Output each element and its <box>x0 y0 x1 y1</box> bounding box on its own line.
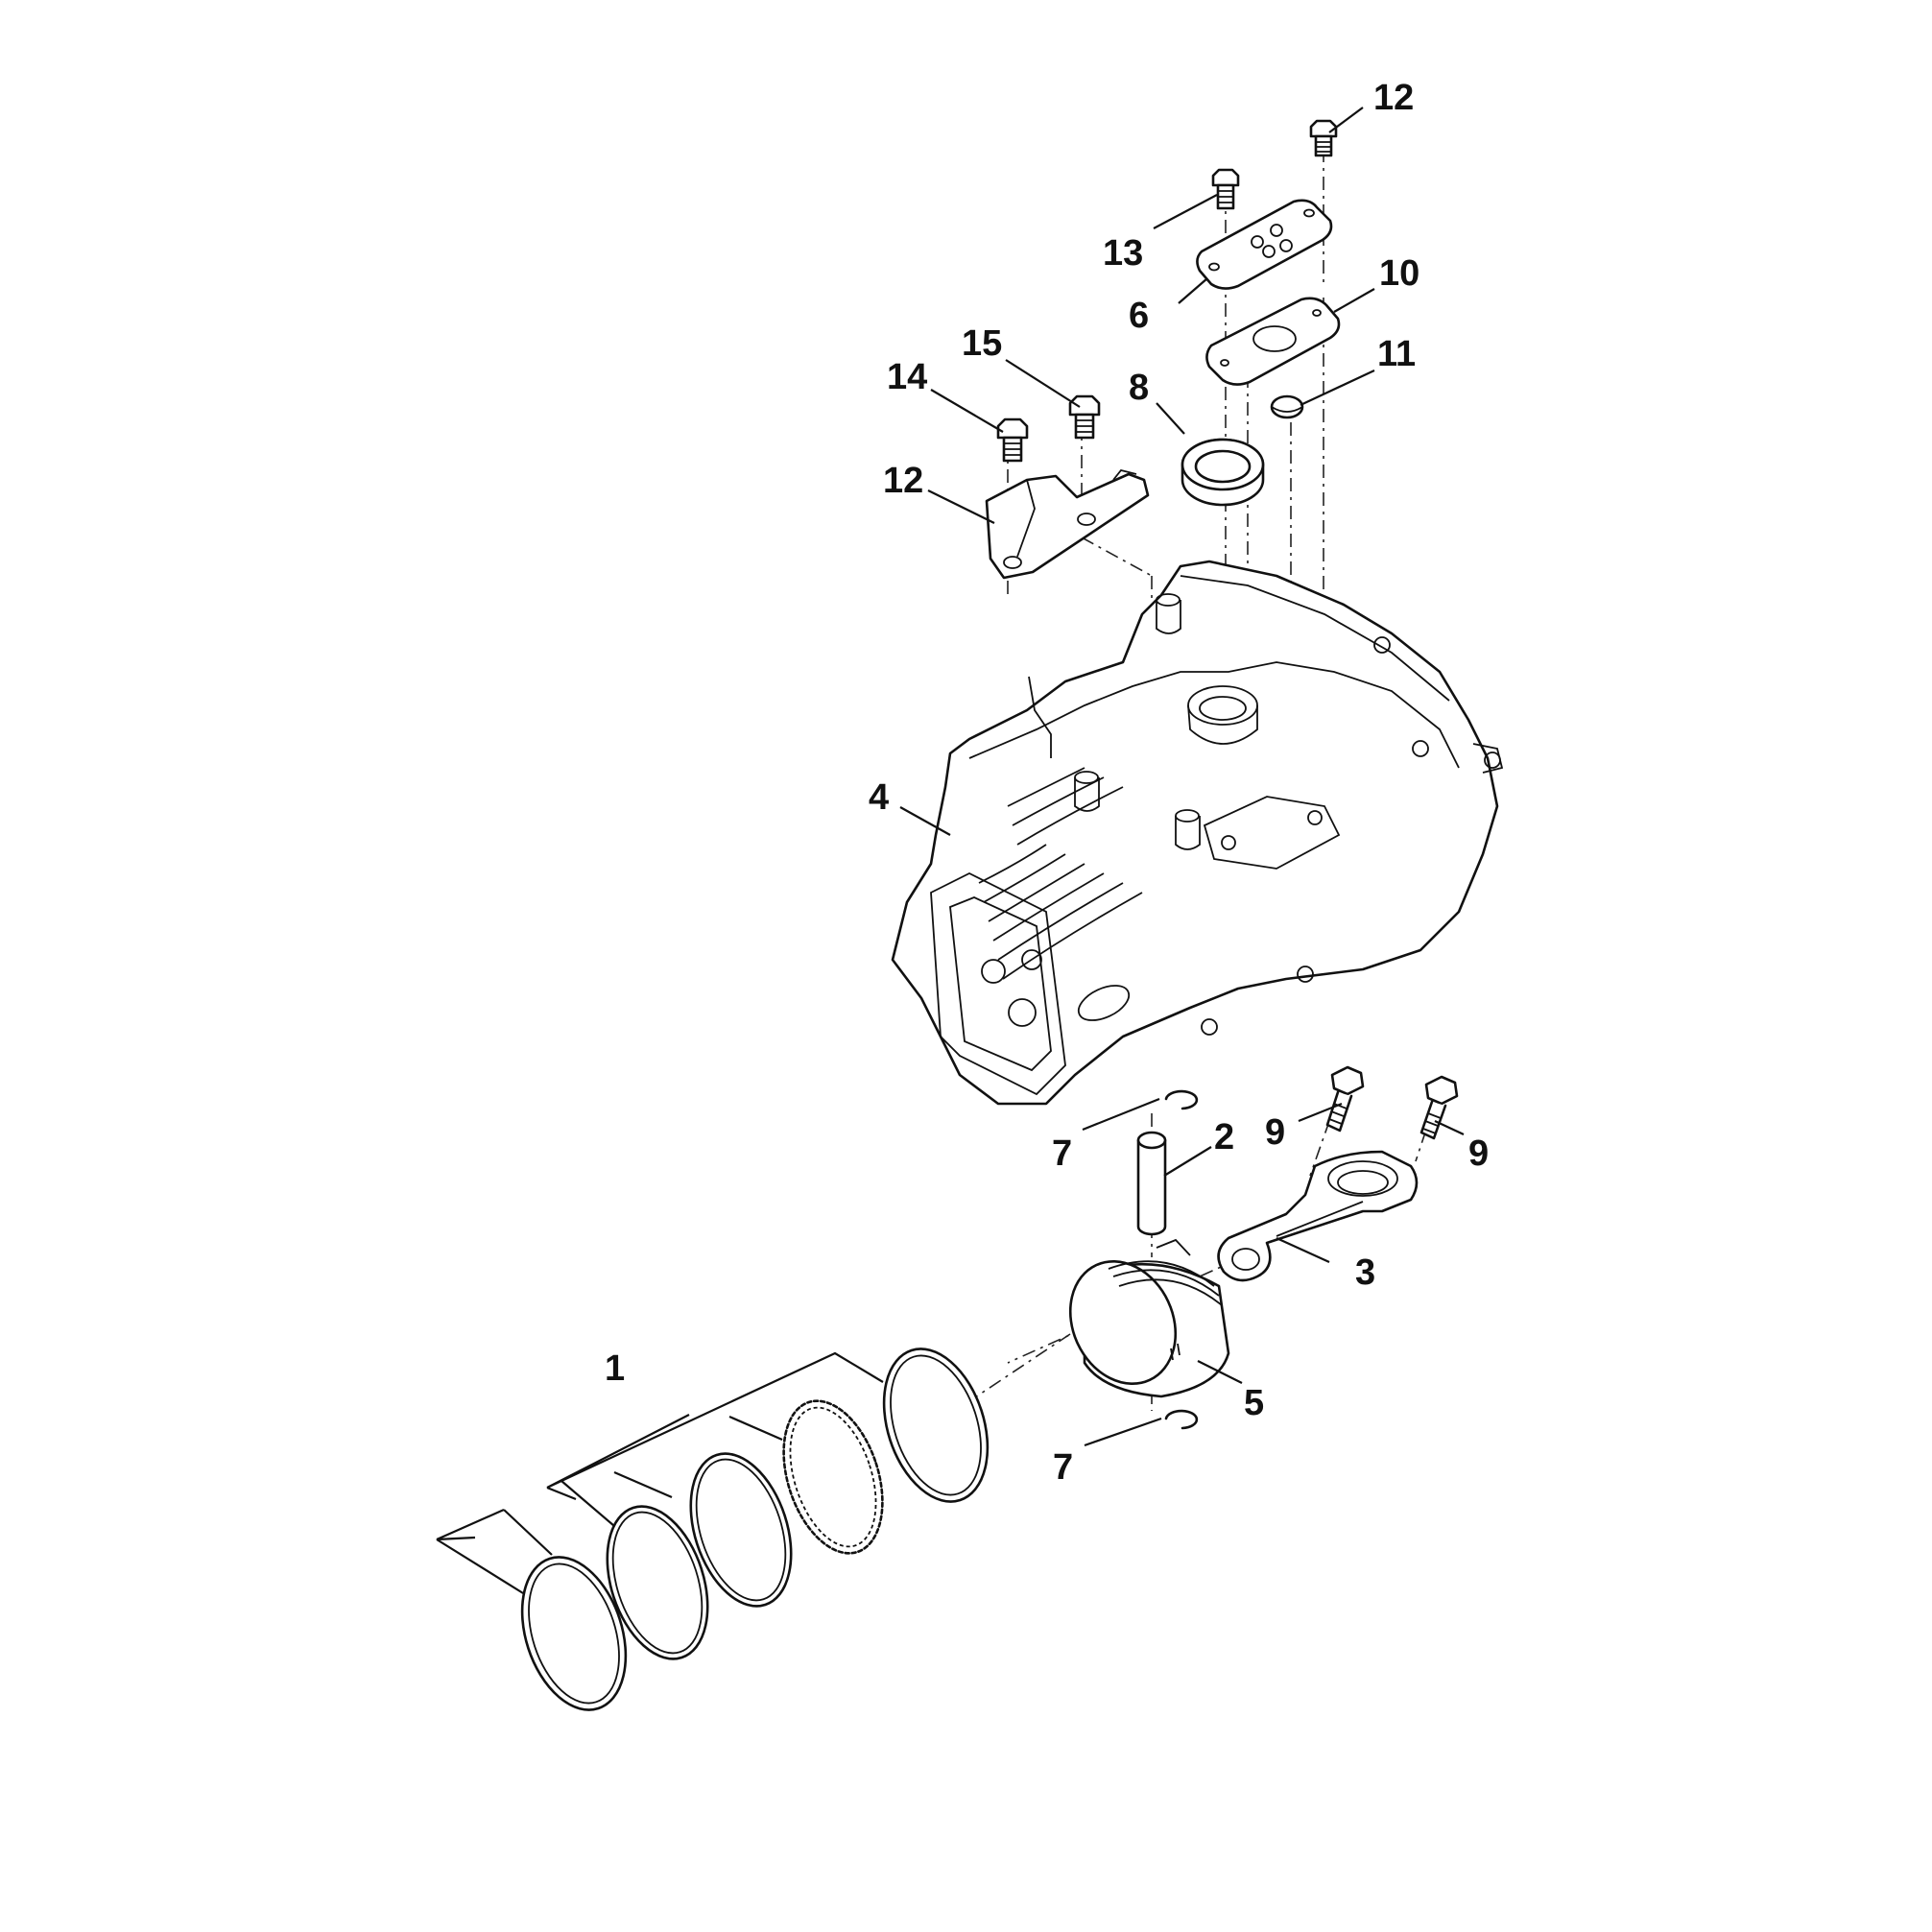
screw-14 <box>996 417 1029 463</box>
callout-5: 5 <box>1244 1383 1264 1423</box>
callout-11: 11 <box>1377 334 1416 374</box>
callout-12-left: 13 <box>1103 233 1143 274</box>
crankcase-4 <box>891 560 1504 1106</box>
circlip-7-upper <box>1164 1089 1199 1110</box>
bracket-13 <box>985 468 1150 580</box>
callout-7-lower: 7 <box>1053 1447 1073 1488</box>
bolt-9-left <box>1325 1065 1365 1133</box>
callout-12-top: 12 <box>1373 78 1414 118</box>
plug-11 <box>1270 394 1304 419</box>
callout-1: 1 <box>605 1348 625 1389</box>
piston-5 <box>1068 1238 1230 1398</box>
callout-3: 3 <box>1355 1252 1375 1293</box>
callout-6: 6 <box>1129 296 1149 336</box>
callout-15: 15 <box>962 323 1002 364</box>
callout-7-upper: 7 <box>1052 1133 1072 1174</box>
callout-4: 4 <box>869 777 889 818</box>
piston-pin-2 <box>1136 1131 1167 1236</box>
bolt-9-right <box>1419 1075 1459 1140</box>
callout-14: 14 <box>887 357 927 397</box>
piston-ring-set-1 <box>436 1348 990 1711</box>
gasket-10 <box>1205 297 1341 386</box>
cover-plate-6 <box>1196 199 1333 290</box>
ring-bottom <box>520 1556 628 1711</box>
ring-lower <box>606 1505 709 1660</box>
callout-8: 8 <box>1129 368 1149 408</box>
screw-12-lower <box>1211 168 1240 210</box>
callout-leaders <box>899 107 1465 1447</box>
callout-9-left: 9 <box>1265 1112 1285 1153</box>
ring-top <box>882 1348 990 1503</box>
connecting-rod-3 <box>1217 1150 1419 1282</box>
callout-2: 2 <box>1214 1117 1234 1157</box>
oil-seal-8 <box>1181 438 1265 507</box>
callout-labels: 12 13 6 10 11 8 15 14 12 4 7 2 9 9 3 5 7… <box>605 78 1489 1488</box>
screw-12-upper <box>1309 119 1338 157</box>
callout-9-right: 9 <box>1468 1133 1489 1174</box>
screw-15 <box>1068 394 1101 440</box>
callout-10: 10 <box>1379 253 1419 294</box>
ring-oil-expander <box>782 1399 884 1555</box>
callout-13: 12 <box>883 461 923 501</box>
ring-middle <box>689 1452 793 1608</box>
circlip-7-lower <box>1164 1409 1199 1430</box>
